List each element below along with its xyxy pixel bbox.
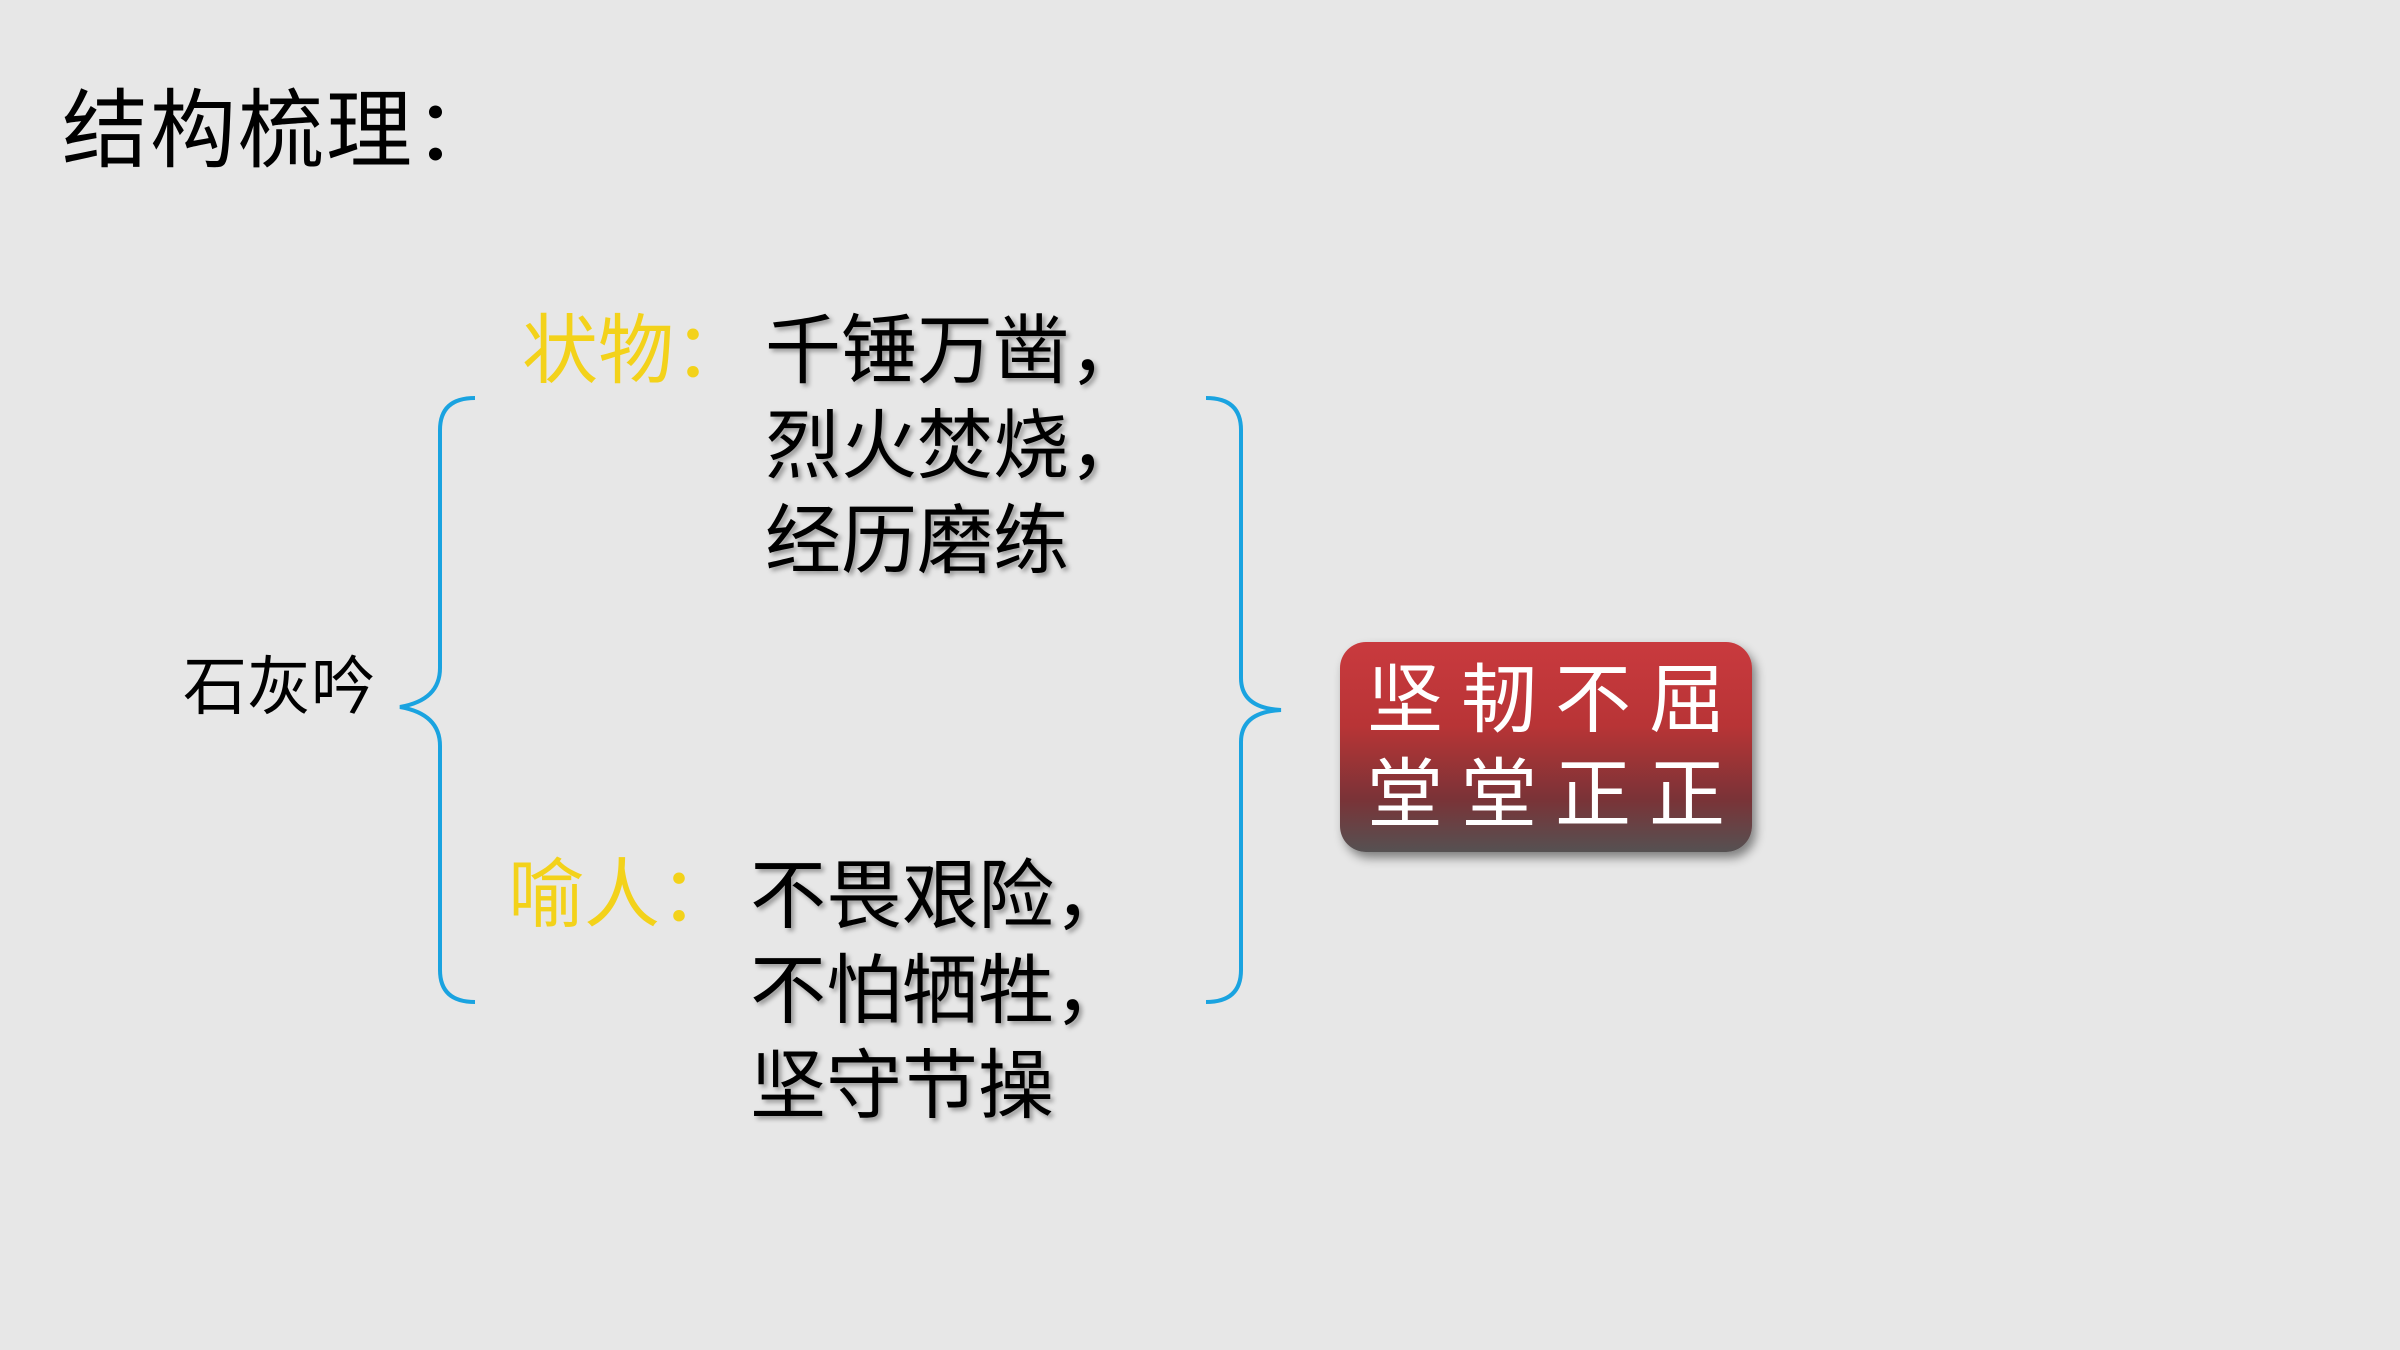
conclusion-badge: 坚韧不屈 堂堂正正 <box>1340 642 1752 852</box>
branch-line: 坚守节操 <box>750 1041 1054 1130</box>
branch-label-shape: 状物： <box>522 306 750 395</box>
slide-title: 结构梳理： <box>62 81 502 181</box>
branch-line: 千锤万凿， <box>765 306 1145 395</box>
branch-line: 不怕牺牲， <box>750 946 1130 1035</box>
conclusion-line: 堂堂正正 <box>1367 750 1743 839</box>
branch-line: 经历磨练 <box>765 496 1069 585</box>
branch-label-metaphor: 喻人： <box>508 850 736 939</box>
poem-title: 石灰吟 <box>183 651 375 725</box>
branch-line: 不畏艰险， <box>750 851 1130 940</box>
right-brace <box>1205 396 1282 1004</box>
conclusion-line: 坚韧不屈 <box>1367 655 1743 744</box>
branch-line: 烈火焚烧， <box>765 401 1145 490</box>
branch-lines-shape: 千锤万凿， 烈火焚烧， 经历磨练 <box>765 303 1145 588</box>
left-brace <box>399 396 476 1004</box>
branch-lines-metaphor: 不畏艰险， 不怕牺牲， 坚守节操 <box>750 848 1130 1133</box>
